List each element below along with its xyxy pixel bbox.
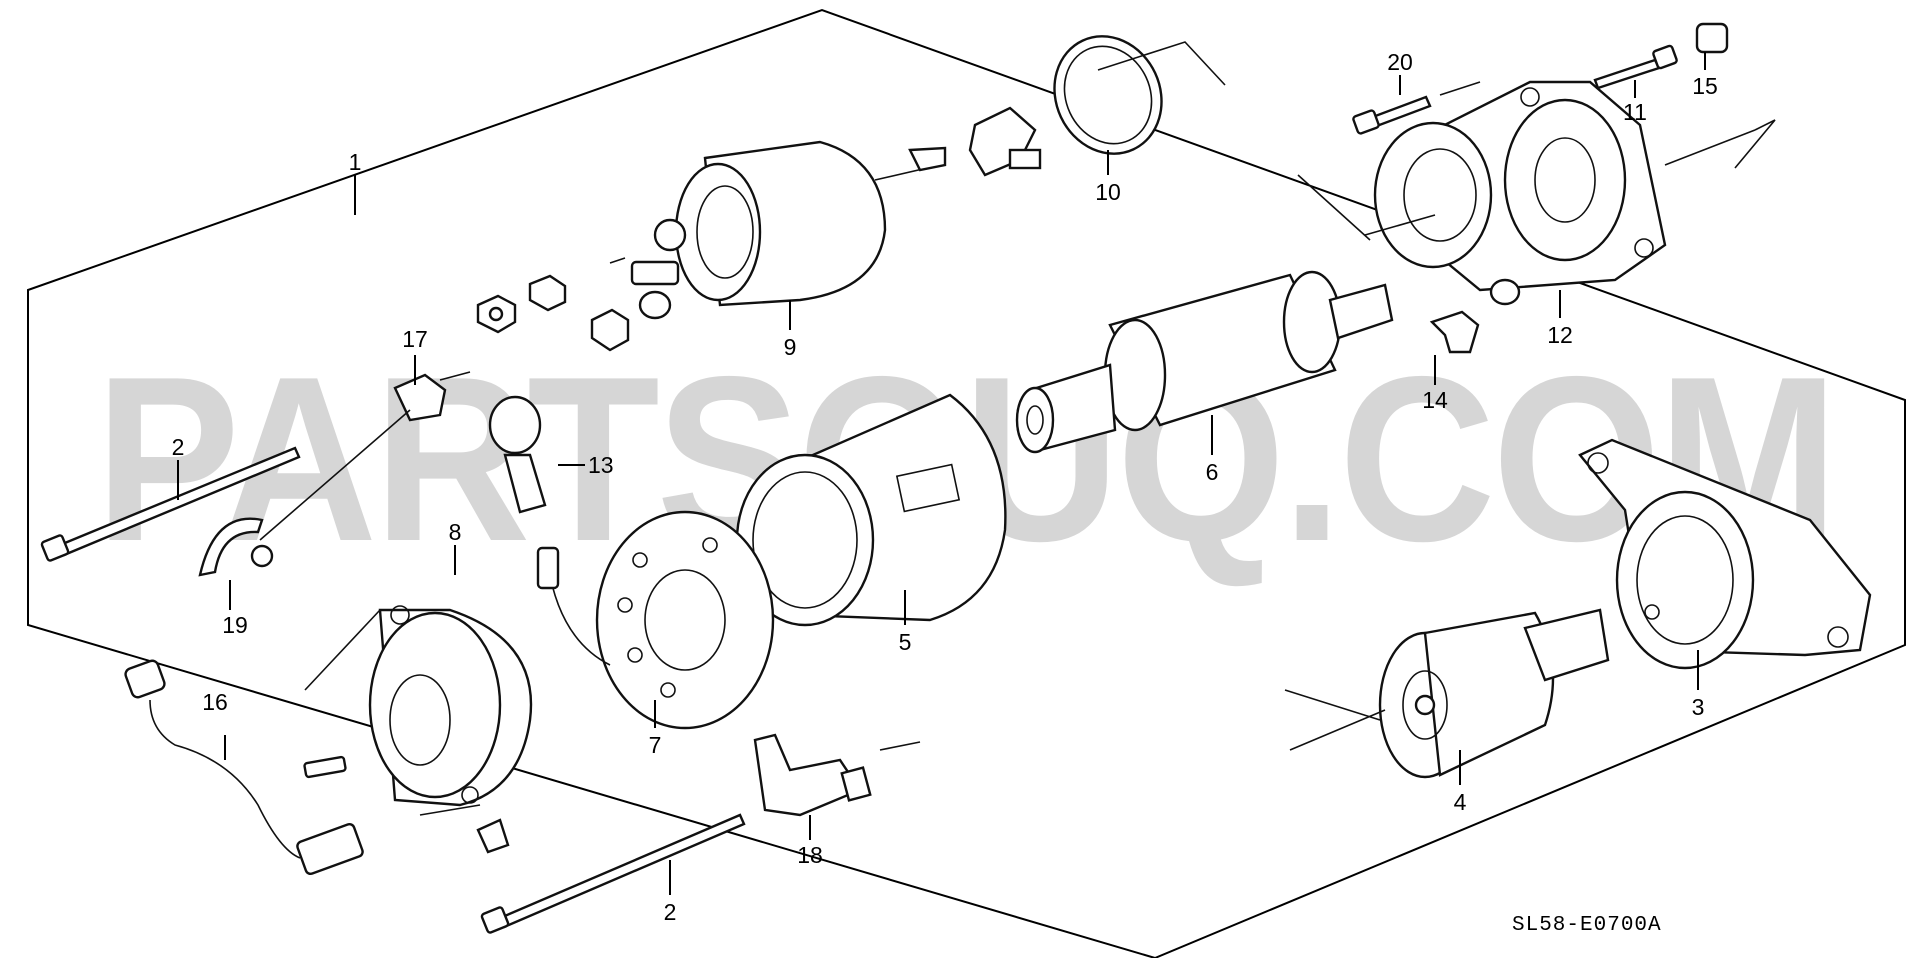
part-9-nuts[interactable] — [476, 274, 672, 352]
part-13-brush[interactable] — [488, 395, 547, 514]
part-7-brush-holder[interactable] — [536, 510, 775, 730]
part-17-bracket[interactable] — [393, 373, 447, 422]
part-2-through-bolt-upper[interactable] — [40, 446, 301, 562]
callout-17: 17 — [402, 326, 428, 352]
part-8-end-cover[interactable] — [368, 605, 533, 807]
callout-8: 8 — [449, 519, 462, 545]
callout-10: 10 — [1095, 179, 1121, 205]
assembly-outline — [27, 8, 1906, 958]
callout-1: 1 — [349, 149, 362, 175]
guide-lines — [259, 41, 1776, 816]
part-18-lever[interactable] — [753, 733, 872, 817]
callout-14: 14 — [1422, 387, 1448, 413]
callout-6: 6 — [1206, 459, 1219, 485]
part-16-harness[interactable] — [124, 659, 364, 876]
callout-4: 4 — [1454, 789, 1467, 815]
part-19-band[interactable] — [198, 517, 274, 577]
part-12-rear-housing[interactable] — [1373, 80, 1667, 292]
part-14-plug[interactable] — [1429, 278, 1521, 354]
part-10-o-ring[interactable] — [1036, 19, 1181, 172]
callout-2-lower: 2 — [664, 899, 677, 925]
callout-3: 3 — [1692, 694, 1705, 720]
brush-holder-clip[interactable] — [968, 106, 1042, 177]
callout-15: 15 — [1692, 73, 1718, 99]
callout-11: 11 — [1623, 99, 1647, 125]
callout-16: 16 — [202, 689, 228, 715]
leader-lines — [177, 52, 1706, 895]
callout-7: 7 — [649, 732, 662, 758]
callout-12: 12 — [1547, 322, 1573, 348]
part-15-cap[interactable] — [1695, 22, 1729, 54]
part-11-bolt[interactable] — [1593, 44, 1678, 90]
callout-20: 20 — [1387, 49, 1413, 75]
callout-5: 5 — [899, 629, 912, 655]
part-9-solenoid[interactable] — [630, 140, 947, 307]
callout-2-upper: 2 — [172, 434, 185, 460]
part-4-drive-gear[interactable] — [1378, 608, 1610, 779]
callout-labels: 1 2 2 3 4 5 6 7 8 9 10 11 12 13 14 15 16… — [172, 49, 1718, 925]
cover-clip[interactable] — [476, 818, 510, 854]
part-6-armature[interactable] — [1015, 270, 1394, 454]
cover-screw[interactable] — [303, 755, 347, 779]
callout-9: 9 — [784, 334, 797, 360]
part-3-front-housing[interactable] — [1578, 438, 1872, 670]
part-2-through-bolt-lower[interactable] — [480, 813, 746, 934]
callout-13: 13 — [588, 452, 614, 478]
callout-19: 19 — [222, 612, 248, 638]
diagram-code: SL58-E0700A — [1512, 914, 1662, 937]
callout-18: 18 — [797, 842, 823, 868]
part-20-bolt[interactable] — [1352, 95, 1432, 135]
